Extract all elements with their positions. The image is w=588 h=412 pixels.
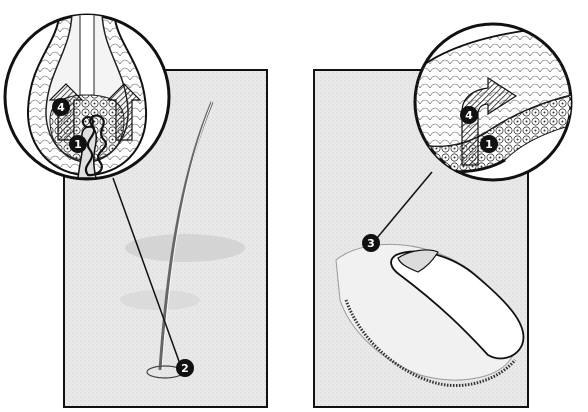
hair-skin-shadow <box>125 234 245 262</box>
follicle-hair-shaft <box>80 10 94 95</box>
callout-4-nail: 4 <box>460 106 478 124</box>
callout-1-hair: 1 <box>69 135 87 153</box>
callout-label: 3 <box>367 237 375 250</box>
callout-1-nail: 1 <box>480 135 498 153</box>
callout-3-nail: 3 <box>362 234 380 252</box>
callout-label: 4 <box>465 109 473 122</box>
callout-4-hair: 4 <box>52 98 70 116</box>
callout-label: 1 <box>74 138 82 151</box>
callout-label: 4 <box>57 101 65 114</box>
hair-follicle-magnifier <box>5 10 169 179</box>
callout-label: 2 <box>181 362 189 375</box>
callout-2-hair: 2 <box>176 359 194 377</box>
callout-label: 1 <box>485 138 493 151</box>
